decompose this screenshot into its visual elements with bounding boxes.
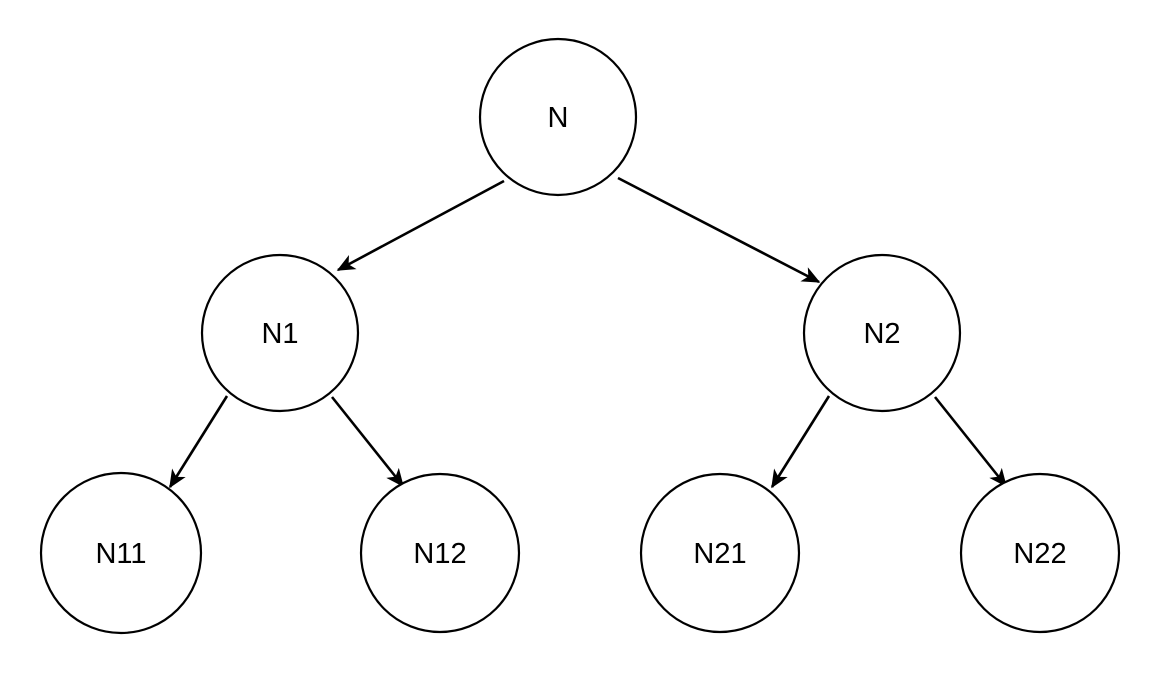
node-circle-n22[interactable] (959, 472, 1121, 634)
node-circle-n12[interactable] (359, 472, 521, 634)
node-label-n22: N22 (1013, 538, 1066, 570)
tree-node-n22[interactable]: N22 (959, 472, 1121, 634)
node-label-n12: N12 (413, 538, 466, 570)
tree-edge-n1-to-n11 (168, 395, 229, 489)
node-label-n11: N11 (95, 538, 146, 570)
tree-edge-n-to-n1 (336, 179, 505, 272)
node-label-n1: N1 (261, 318, 298, 350)
tree-node-n1[interactable]: N1 (200, 253, 360, 413)
node-circle-n2[interactable] (802, 253, 962, 413)
node-label-n: N (548, 102, 569, 134)
node-circle-n[interactable] (478, 37, 638, 197)
node-label-n2: N2 (863, 318, 900, 350)
tree-node-n21[interactable]: N21 (639, 472, 801, 634)
node-circle-n11[interactable] (39, 471, 203, 635)
node-circle-n21[interactable] (639, 472, 801, 634)
node-circle-n1[interactable] (200, 253, 360, 413)
tree-edge-n2-to-n21 (770, 395, 831, 489)
tree-edge-n1-to-n12 (330, 396, 405, 488)
edges-group (168, 176, 1008, 489)
node-label-n21: N21 (693, 538, 746, 570)
tree-node-n[interactable]: N (478, 37, 638, 197)
tree-node-n2[interactable]: N2 (802, 253, 962, 413)
tree-node-n12[interactable]: N12 (359, 472, 521, 634)
tree-edge-n2-to-n22 (933, 396, 1008, 488)
tree-edge-n-to-n2 (617, 176, 821, 284)
tree-node-n11[interactable]: N11 (39, 471, 203, 635)
